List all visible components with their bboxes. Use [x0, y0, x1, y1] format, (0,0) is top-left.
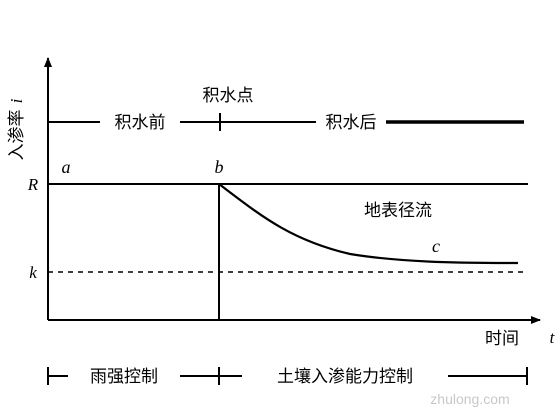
- rain-control-label: 雨强控制: [90, 367, 158, 387]
- ponding-point-label: 积水点: [203, 86, 254, 106]
- phase-after-label: 积水后: [326, 113, 377, 133]
- y-axis-label-text: 入渗率: [7, 110, 27, 161]
- y-axis-label: 入渗率 i: [7, 98, 27, 160]
- y-axis-label-symbol: i: [7, 98, 26, 103]
- surface-runoff-label: 地表径流: [364, 201, 432, 221]
- infiltration-curve: [218, 183, 519, 265]
- r-label: R: [27, 175, 39, 194]
- phase-before-label: 积水前: [115, 113, 166, 133]
- point-b-label: b: [215, 157, 224, 177]
- point-a-label: a: [62, 157, 71, 177]
- soil-control-label: 土壤入渗能力控制: [277, 366, 413, 387]
- k-label: k: [29, 263, 37, 282]
- watermark: zhulong.com: [430, 391, 509, 407]
- point-c-label: c: [432, 236, 440, 256]
- x-axis-label: 时间: [485, 329, 519, 349]
- x-axis-symbol: t: [550, 328, 556, 347]
